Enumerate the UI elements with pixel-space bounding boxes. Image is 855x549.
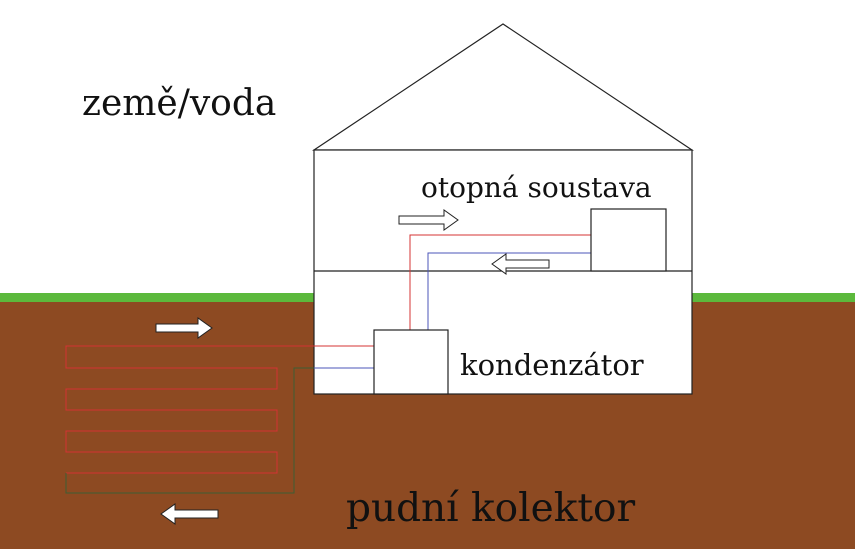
heating-system-label: otopná soustava xyxy=(421,171,652,204)
radiator-box xyxy=(590,208,667,272)
cold-pipe-from-radiator xyxy=(427,252,591,330)
condenser-box xyxy=(373,329,449,395)
arrow-left-heating xyxy=(491,253,550,275)
arrow-right-heating xyxy=(398,209,459,231)
ground-collector-label: pudní kolektor xyxy=(346,486,635,531)
arrow-left-collector xyxy=(160,503,219,525)
condenser-label: kondenzátor xyxy=(460,348,644,382)
hot-pipe-to-radiator xyxy=(409,234,591,330)
source-label: země/voda xyxy=(82,83,276,124)
collector-hot-loop xyxy=(65,345,374,474)
arrow-right-collector xyxy=(155,317,213,339)
